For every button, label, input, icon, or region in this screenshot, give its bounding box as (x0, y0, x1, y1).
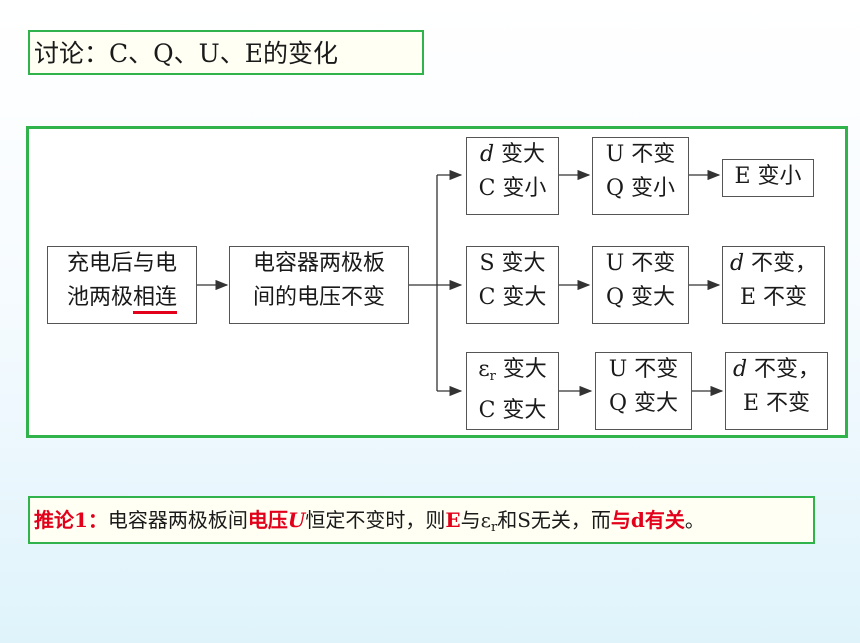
row1-condition-box: d 变大 C 变小 (466, 137, 559, 215)
middle-box: 电容器两极板 间的电压不变 (229, 246, 409, 324)
row3-effect-box: U 不变 Q 变大 (595, 352, 692, 430)
row3-result-box: d 不变， E 不变 (725, 352, 828, 430)
row1-result-box: E 变小 (722, 159, 814, 197)
discussion-title: 讨论：C、Q、U、E的变化 (28, 30, 424, 75)
connected-emphasis: 相连 (133, 285, 178, 314)
row1-effect-box: U 不变 Q 变小 (592, 137, 689, 215)
middle-line2: 间的电压不变 (252, 285, 385, 310)
start-line1: 充电后与电 (66, 251, 177, 276)
middle-line1: 电容器两极板 (252, 251, 385, 276)
row2-condition-box: S 变大 C 变大 (466, 246, 559, 324)
corollary-label: 推论1： (34, 508, 108, 532)
connector-arrows (197, 169, 724, 397)
corollary-note: 推论1：电容器两极板间电压U恒定不变时，则E与εr和S无关，而与d有关。 (28, 496, 815, 544)
row3-condition-box: εr 变大 C 变大 (466, 352, 559, 430)
start-box: 充电后与电 池两极相连 (47, 246, 197, 324)
row2-effect-box: U 不变 Q 变大 (592, 246, 689, 324)
start-line2: 池两极相连 (48, 281, 196, 315)
capacitor-flow-diagram: 充电后与电 池两极相连 电容器两极板 间的电压不变 d 变大 C 变小 U 不变… (26, 126, 848, 438)
row2-result-box: d 不变， E 不变 (722, 246, 825, 324)
